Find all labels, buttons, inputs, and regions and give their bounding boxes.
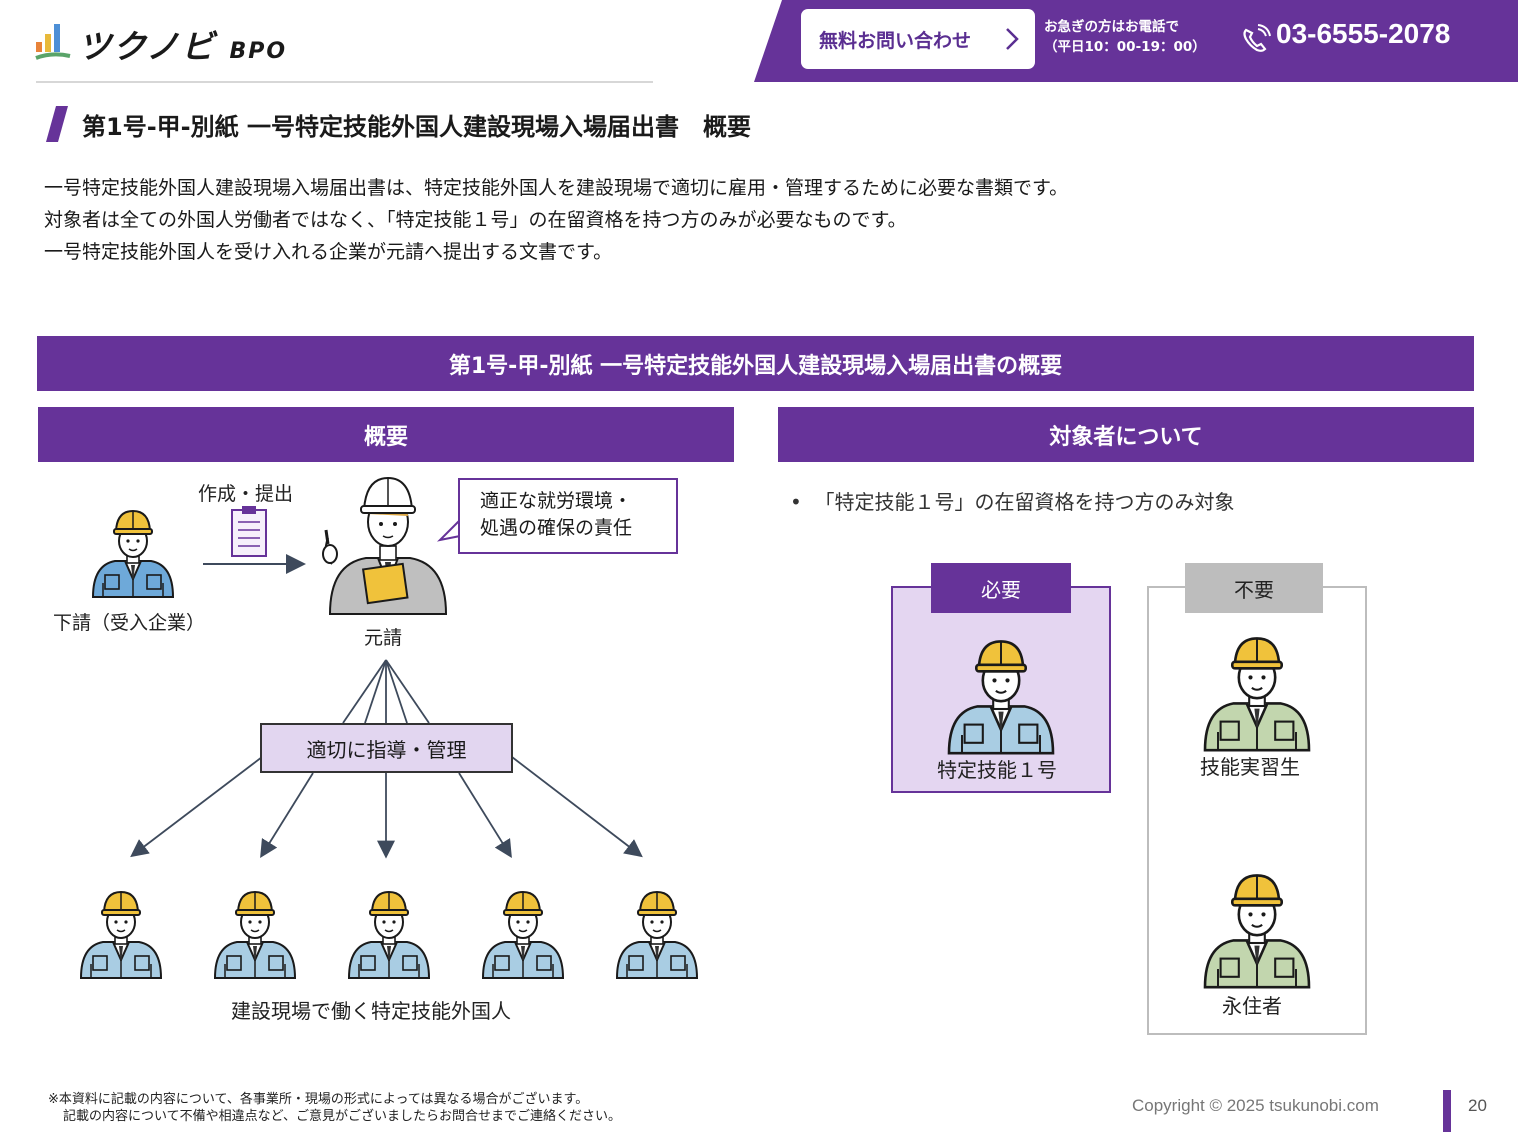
phone-icon xyxy=(1243,24,1271,52)
not-required-box xyxy=(1147,586,1367,1035)
footnote-line1: ※本資料に記載の内容について、各事業所・現場の形式によっては異なる場合がございま… xyxy=(48,1092,589,1107)
not-required-person1-label: 技能実習生 xyxy=(1200,755,1300,779)
header-divider xyxy=(36,81,653,83)
target-bullet: • 「特定技能１号」の在留資格を持つ方のみ対象 xyxy=(790,490,1235,514)
page-accent xyxy=(1443,1090,1451,1132)
intro-line: 対象者は全ての外国人労働者ではなく、「特定技能１号」の在留資格を持つ方のみが必要… xyxy=(44,209,907,231)
contact-button[interactable]: 無料お問い合わせ xyxy=(801,9,1035,69)
subcontractor-label: 下請（受入企業） xyxy=(53,612,206,634)
guidance-arrow xyxy=(260,772,314,859)
guidance-arrow xyxy=(511,756,643,858)
submit-label: 作成・提出 xyxy=(198,483,294,505)
phone-hours: お急ぎの方はお電話で （平日10：00-19：00） xyxy=(1044,17,1206,57)
urgent-line1: お急ぎの方はお電話で xyxy=(1044,19,1179,35)
clipboard-icon xyxy=(231,506,267,557)
workers-label: 建設現場で働く特定技能外国人 xyxy=(231,999,511,1023)
bubble-line1: 適正な就労環境・ xyxy=(480,490,633,512)
guidance-arrow xyxy=(130,756,263,858)
foreign-worker-icon xyxy=(482,891,564,979)
foreign-worker-icon xyxy=(80,891,162,979)
page-title: 第1号-甲-別紙 一号特定技能外国人建設現場入場届出書 概要 xyxy=(82,113,751,141)
copyright: Copyright © 2025 tsukunobi.com xyxy=(1132,1096,1379,1115)
chevron-right-icon xyxy=(1006,28,1019,50)
footnote-line2: 記載の内容について不備や相違点など、ご意見がございましたらお問合せまでご連絡くだ… xyxy=(63,1109,621,1124)
responsibility-bubble: 適正な就労環境・ 処遇の確保の責任 xyxy=(458,478,678,554)
target-heading: 対象者について xyxy=(778,407,1474,462)
not-required-person2-label: 永住者 xyxy=(1222,994,1282,1018)
footnote: ※本資料に記載の内容について、各事業所・現場の形式によっては異なる場合がございま… xyxy=(48,1091,621,1125)
guidance-lines xyxy=(342,659,430,724)
subcontractor-worker-icon xyxy=(92,510,174,598)
guidance-arrow xyxy=(458,772,512,859)
phone-number[interactable]: 03-6555-2078 xyxy=(1276,18,1451,49)
overview-heading: 概要 xyxy=(38,407,734,462)
contact-button-label: 無料お問い合わせ xyxy=(819,29,972,52)
prime-contractor-icon xyxy=(322,476,448,615)
page-number: 20 xyxy=(1468,1096,1487,1115)
required-person-label: 特定技能１号 xyxy=(937,758,1057,782)
not-required-tag: 不要 xyxy=(1185,563,1323,613)
intro-line: 一号特定技能外国人を受け入れる企業が元請へ提出する文書です。 xyxy=(44,241,613,263)
bubble-tail xyxy=(436,517,461,542)
section-banner: 第1号-甲-別紙 一号特定技能外国人建設現場入場届出書の概要 xyxy=(37,336,1474,391)
required-tag: 必要 xyxy=(931,563,1071,613)
bubble-line2: 処遇の確保の責任 xyxy=(480,517,633,539)
logo-bars-icon xyxy=(35,24,71,60)
foreign-worker-icon xyxy=(616,891,698,979)
urgent-line2: （平日10：00-19：00） xyxy=(1044,39,1206,55)
foreign-worker-icon xyxy=(214,891,296,979)
guidance-box: 適切に指導・管理 xyxy=(260,723,513,773)
foreign-worker-icon xyxy=(348,891,430,979)
intro-text: 一号特定技能外国人建設現場入場届出書は、特定技能外国人を建設現場で適切に雇用・管… xyxy=(44,172,1068,268)
prime-contractor-label: 元請 xyxy=(364,627,403,649)
intro-line: 一号特定技能外国人建設現場入場届出書は、特定技能外国人を建設現場で適切に雇用・管… xyxy=(44,177,1069,199)
logo-text: ツクノビ BPO xyxy=(78,27,288,66)
logo[interactable]: ツクノビ BPO xyxy=(34,18,324,66)
title-accent xyxy=(46,106,68,142)
